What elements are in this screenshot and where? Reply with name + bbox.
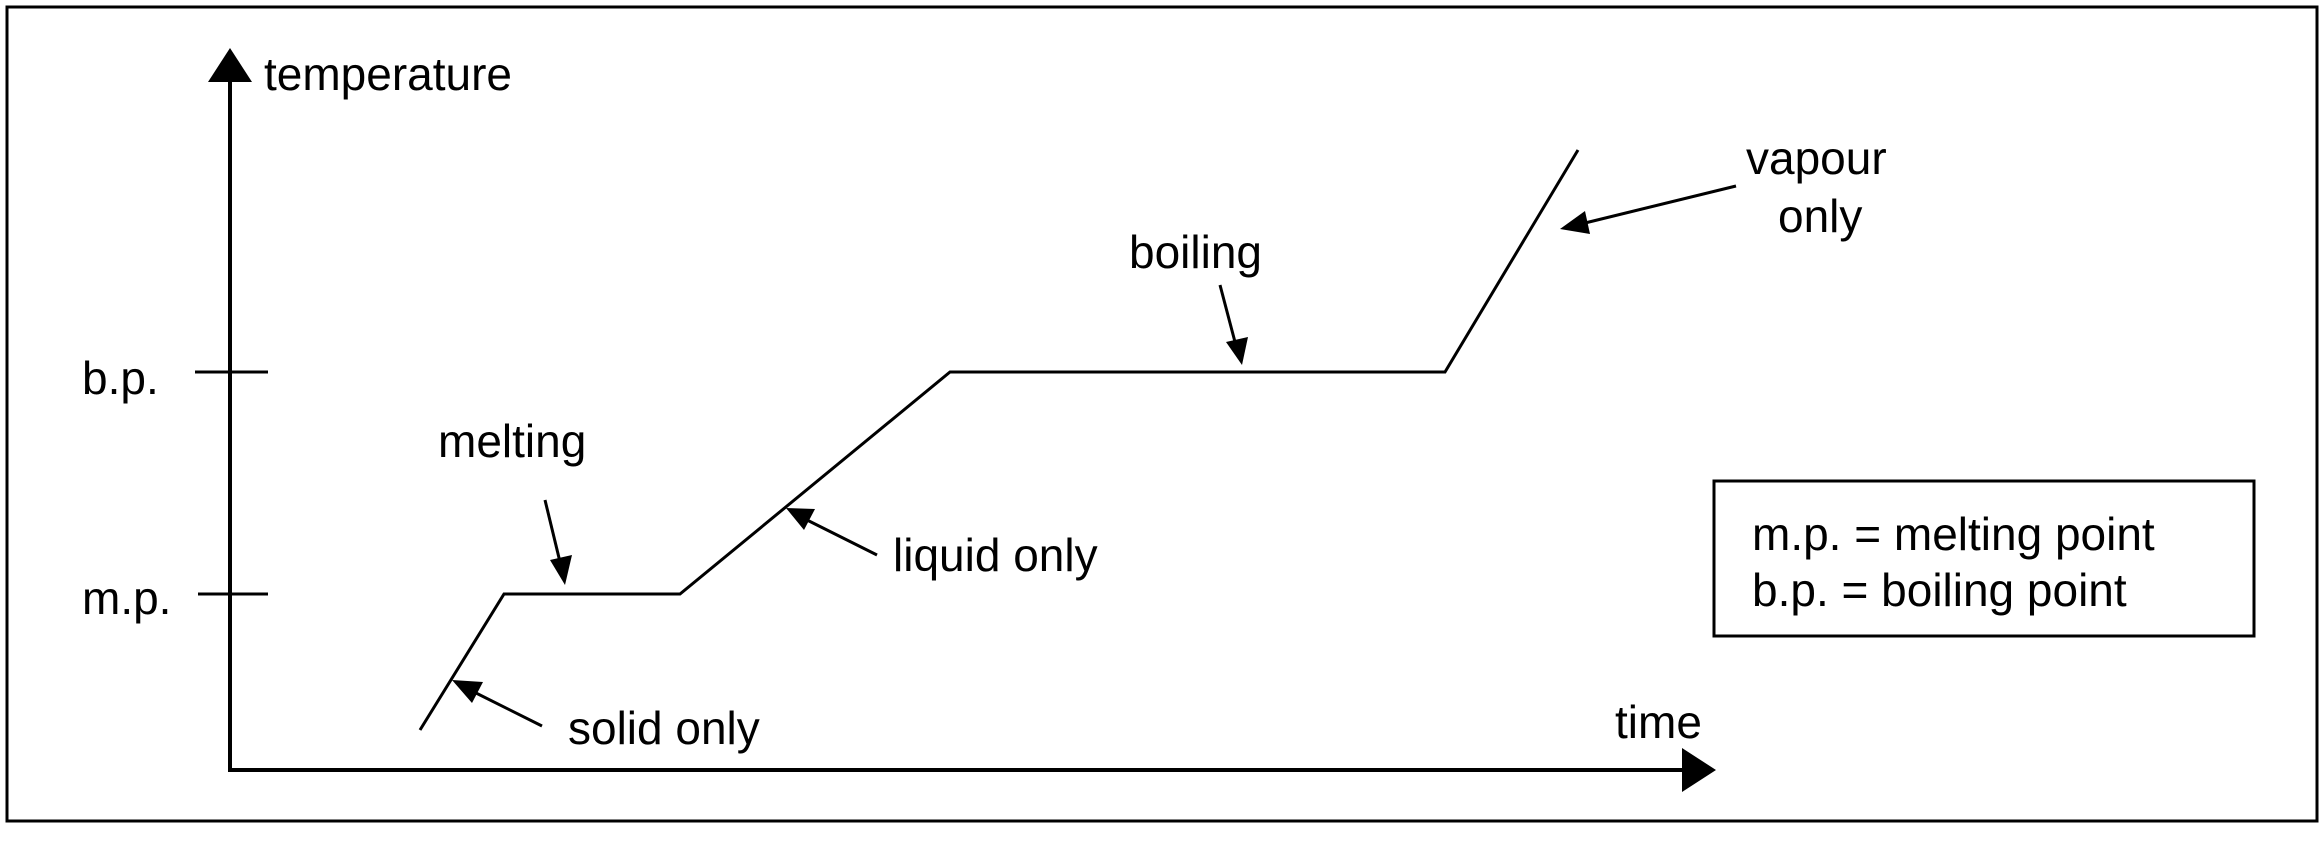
solid-only-arrow-shaft [473, 690, 543, 728]
y-axis-arrowhead [208, 48, 252, 82]
key-box: m.p. = melting point b.p. = boiling poin… [1712, 479, 2256, 638]
y-axis-label: temperature [264, 48, 512, 100]
x-axis: time [228, 696, 1716, 792]
x-axis-label: time [1615, 696, 1702, 748]
melting-annotation: melting [438, 415, 586, 585]
solid-only-annotation: solid only [452, 680, 760, 754]
bp-tick: b.p. [82, 352, 268, 404]
solid-only-label: solid only [568, 702, 760, 754]
liquid-only-label: liquid only [893, 529, 1098, 581]
outer-frame [5, 5, 2319, 823]
y-axis: temperature [208, 48, 512, 772]
bp-tick-label: b.p. [82, 352, 159, 404]
liquid-only-annotation: liquid only [786, 508, 1098, 581]
liquid-only-arrow-shaft [806, 518, 878, 557]
boiling-arrowhead [1226, 337, 1248, 365]
vapour-only-arrowhead [1560, 211, 1590, 234]
melting-arrowhead [550, 555, 572, 585]
liquid-only-arrowhead [786, 508, 815, 530]
solid-only-arrowhead [452, 680, 483, 703]
x-axis-arrowhead [1682, 748, 1716, 792]
key-line-mp: m.p. = melting point [1752, 508, 2155, 560]
mp-tick-label: m.p. [82, 572, 171, 624]
boiling-annotation: boiling [1129, 226, 1262, 365]
mp-tick: m.p. [82, 572, 268, 624]
boiling-arrow-shaft [1218, 284, 1237, 343]
heating-curve [418, 149, 1580, 731]
key-box-frame [1712, 479, 2256, 638]
boiling-label: boiling [1129, 226, 1262, 278]
key-line-bp: b.p. = boiling point [1752, 564, 2127, 616]
vapour-only-arrow-shaft [1584, 184, 1737, 225]
melting-arrow-shaft [543, 499, 562, 563]
vapour-label-line1: vapour [1746, 132, 1887, 184]
vapour-only-annotation: vapour only [1560, 132, 1887, 242]
vapour-label-line2: only [1778, 190, 1862, 242]
melting-label: melting [438, 415, 586, 467]
